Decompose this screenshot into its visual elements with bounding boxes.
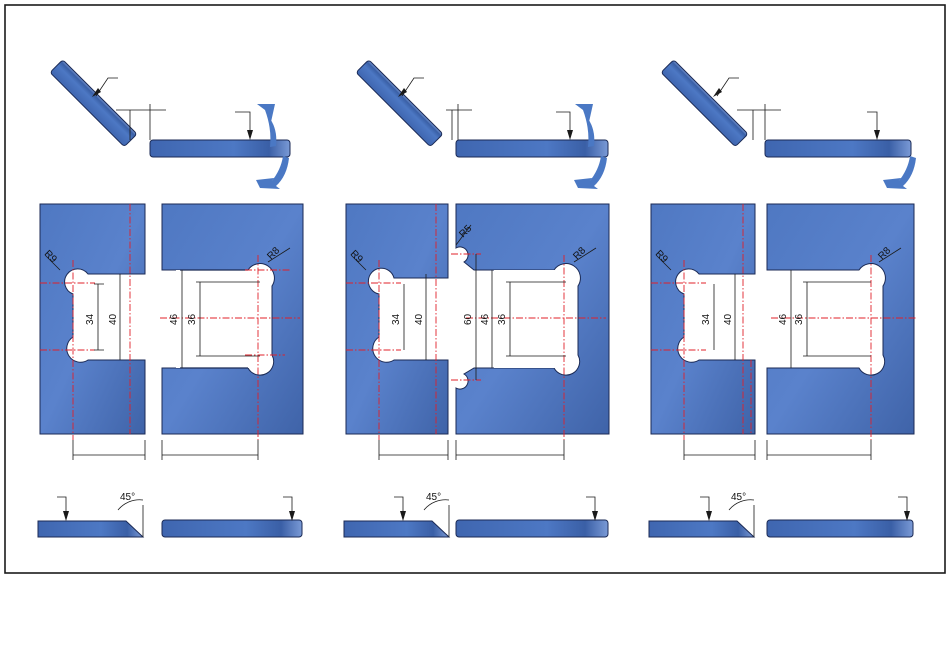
- dim-34: 34: [85, 313, 96, 325]
- flat-bar-bottom: [456, 520, 608, 537]
- dim-60: 60: [463, 313, 474, 325]
- flat-bar: [765, 140, 911, 157]
- dim-36: 36: [794, 313, 805, 325]
- dim-46: 46: [169, 313, 180, 325]
- dim-40: 40: [108, 313, 119, 325]
- flat-bar-bottom: [767, 520, 913, 537]
- dim-46: 46: [480, 313, 491, 325]
- bevel-bar: [38, 521, 143, 537]
- dim-46: 46: [778, 313, 789, 325]
- flat-bar: [150, 140, 290, 157]
- flat-bar-bottom: [162, 520, 302, 537]
- drawing-frame: [5, 5, 945, 573]
- dim-36: 36: [497, 313, 508, 325]
- bevel-bar: [649, 521, 754, 537]
- dim-36: 36: [187, 313, 198, 325]
- bevel-bar: [344, 521, 449, 537]
- bevel-angle: 45°: [731, 492, 746, 503]
- flat-bar: [456, 140, 608, 157]
- dim-34: 34: [701, 313, 712, 325]
- dim-40: 40: [414, 313, 425, 325]
- dim-40: 40: [723, 313, 734, 325]
- dim-34: 34: [391, 313, 402, 325]
- bevel-angle: 45°: [120, 492, 135, 503]
- bevel-angle: 45°: [426, 492, 441, 503]
